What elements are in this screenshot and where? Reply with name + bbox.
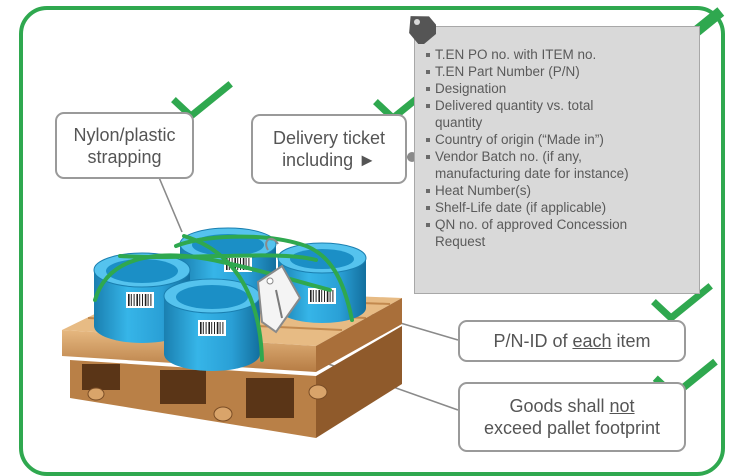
drum-icon (163, 278, 261, 371)
requirement-item: Shelf-Life date (if applicable) (425, 199, 703, 216)
requirement-text: Shelf-Life date (if applicable) (435, 200, 607, 215)
barcode-icon (198, 320, 226, 336)
requirement-item: Delivered quantity vs. total quantity (425, 97, 703, 131)
barcode-icon (308, 288, 336, 304)
barcode-icon (126, 292, 154, 308)
requirement-text: manufacturing date for instance) (435, 166, 629, 181)
strapping-callout: Nylon/plastic strapping (55, 112, 194, 179)
pnid-post: item (611, 331, 651, 351)
goods-line-2: exceed pallet footprint (483, 418, 661, 438)
goods-line-1: Goods shall (509, 396, 610, 416)
requirement-item: Vendor Batch no. (if any, manufacturing d… (425, 148, 703, 182)
requirement-text: Country of origin (“Made in”) (435, 132, 604, 147)
requirement-text: Vendor Batch no. (if any, (435, 149, 582, 164)
requirement-text: T.EN Part Number (P/N) (435, 64, 580, 79)
footprint-callout: Goods shall not exceed pallet footprint (458, 382, 686, 452)
requirement-text: Heat Number(s) (435, 183, 532, 198)
requirement-text: quantity (435, 115, 483, 130)
requirement-text: T.EN PO no. with ITEM no. (435, 47, 597, 62)
requirement-item: Heat Number(s) (425, 182, 703, 199)
pnid-underlined: each (572, 331, 612, 351)
requirement-item: Designation (425, 80, 703, 97)
goods-not: not (609, 396, 635, 416)
requirement-text: QN no. of approved Concession (435, 217, 628, 232)
ticket-line-1: Delivery ticket (272, 128, 386, 148)
delivery-ticket-callout: Delivery ticket including ► (251, 114, 407, 184)
strapping-line-1: Nylon/plastic (73, 124, 176, 145)
ticket-line-2: including ► (282, 150, 376, 170)
requirement-item: T.EN PO no. with ITEM no. (425, 46, 703, 63)
requirement-text: Designation (435, 81, 507, 96)
delivery-ticket-tag (256, 237, 302, 334)
requirement-text: Delivered quantity vs. total (435, 98, 594, 113)
pallet-illustration (62, 7, 725, 438)
requirement-text: Request (435, 234, 486, 249)
delivery-ticket-requirements: T.EN PO no. with ITEM no. T.EN Part Numbe… (414, 26, 700, 294)
strapping-line-2: strapping (87, 146, 162, 167)
requirement-item: Country of origin (“Made in”) (425, 131, 703, 148)
pn-id-callout: P/N-ID of each item (458, 320, 686, 362)
check-mark-icon (651, 283, 713, 323)
drum-core (290, 249, 354, 269)
requirement-item: T.EN Part Number (P/N) (425, 63, 703, 80)
strapping-straps (93, 234, 354, 362)
drum-core (176, 285, 248, 309)
packaging-diagram: T.EN PO no. with ITEM no. T.EN Part Numbe… (19, 6, 725, 476)
tag-icon (409, 16, 436, 44)
pnid-pre: P/N-ID of (493, 331, 573, 351)
requirements-list: T.EN PO no. with ITEM no. T.EN Part Numbe… (425, 46, 703, 250)
